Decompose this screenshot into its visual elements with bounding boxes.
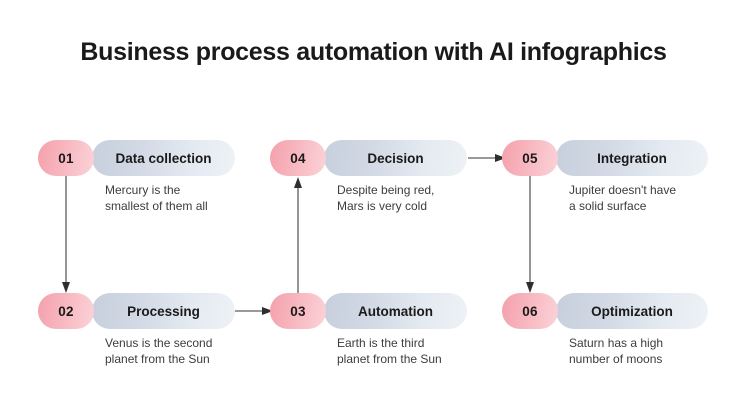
step-number-badge-03[interactable]: 03 [270,293,326,329]
step-description-05: Jupiter doesn't have a solid surface [569,183,677,213]
step-number-badge-04[interactable]: 04 [270,140,326,176]
step-item-01[interactable]: 01 Data collection Mercury is the smalle… [38,140,235,213]
step-item-02[interactable]: 02 Processing Venus is the second planet… [38,293,235,366]
step-item-04[interactable]: 04 Decision Despite being red, Mars is v… [270,140,468,213]
step-header-05: 05 Integration [502,140,710,176]
step-label-pill-03[interactable]: Automation [324,293,467,329]
arrow-04-to-05-icon [468,154,506,162]
step-item-05[interactable]: 05 Integration Jupiter doesn't have a so… [502,140,710,213]
step-description-03: Earth is the third planet from the Sun [337,336,442,366]
step-description-04: Despite being red, Mars is very cold [337,183,435,213]
step-number-badge-05[interactable]: 05 [502,140,558,176]
arrow-03-to-04-icon [294,177,302,294]
step-number-badge-02[interactable]: 02 [38,293,94,329]
step-number-badge-01[interactable]: 01 [38,140,94,176]
arrow-02-to-03-icon [235,307,273,315]
step-description-02: Venus is the second planet from the Sun [105,336,213,366]
step-header-02: 02 Processing [38,293,235,329]
step-header-01: 01 Data collection [38,140,235,176]
step-item-06[interactable]: 06 Optimization Saturn has a high number… [502,293,710,366]
step-label-pill-06[interactable]: Optimization [556,293,708,329]
step-label-pill-02[interactable]: Processing [92,293,235,329]
step-header-04: 04 Decision [270,140,468,176]
step-header-06: 06 Optimization [502,293,710,329]
step-number-badge-06[interactable]: 06 [502,293,558,329]
step-label-pill-05[interactable]: Integration [556,140,708,176]
arrow-05-to-06-icon [526,176,534,293]
step-label-pill-04[interactable]: Decision [324,140,467,176]
step-description-01: Mercury is the smallest of them all [105,183,208,213]
step-item-03[interactable]: 03 Automation Earth is the third planet … [270,293,468,366]
arrow-01-to-02-icon [62,176,70,293]
step-description-06: Saturn has a high number of moons [569,336,664,366]
step-header-03: 03 Automation [270,293,468,329]
page-title: Business process automation with AI info… [80,38,667,66]
step-label-pill-01[interactable]: Data collection [92,140,235,176]
